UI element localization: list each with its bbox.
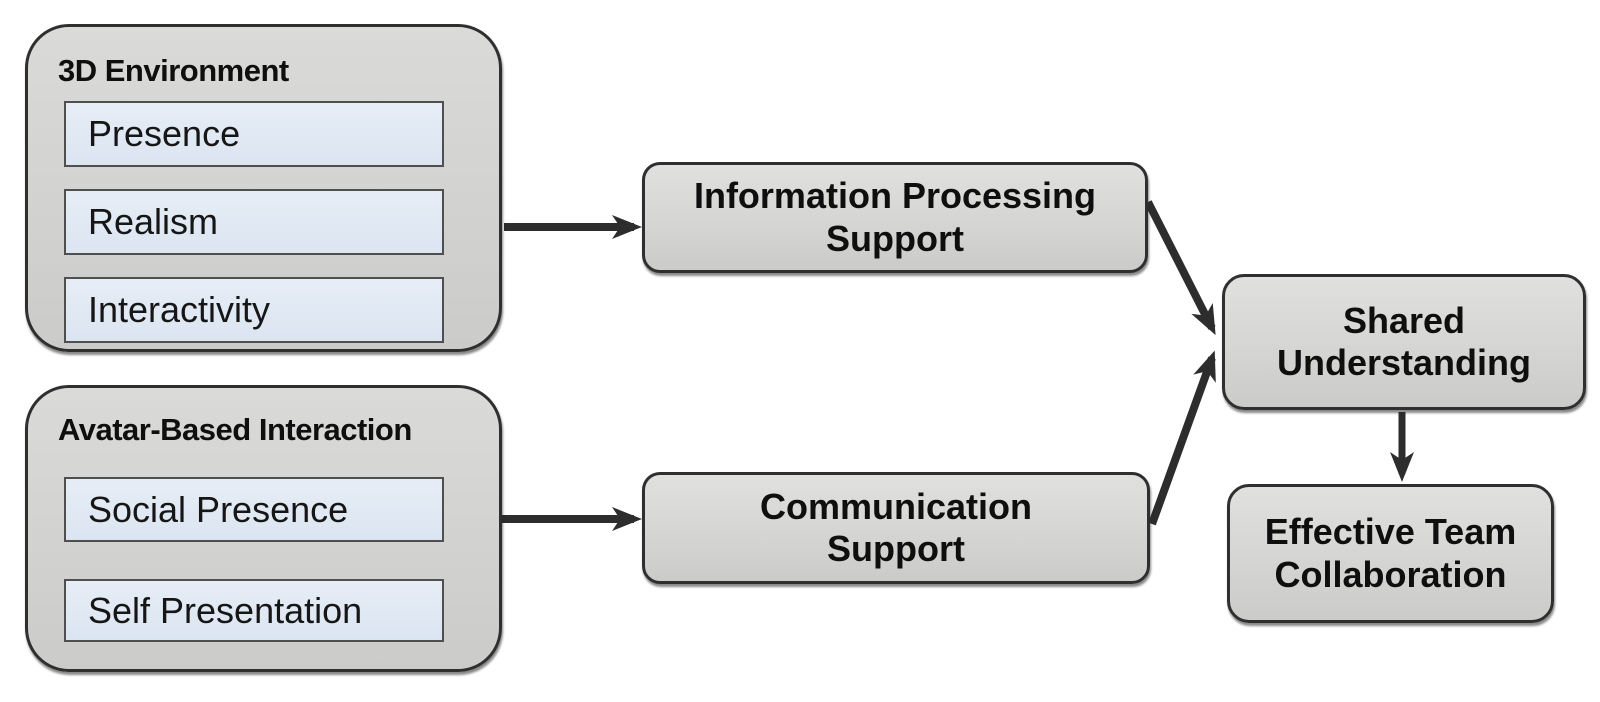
item-social-presence: Social Presence [64,477,444,542]
node-communication-support-line2: Support [827,528,965,569]
node-communication-support-line1: Communication [759,485,1032,527]
arrow-communication-to-shared-understanding [1148,350,1216,526]
node-effective-team-collaboration-line2: Collaboration [1274,553,1507,595]
node-information-processing-support-line2: Support [826,217,964,259]
node-information-processing-support-line1: Information Processing [693,175,1097,217]
node-shared-understanding-line2: Understanding [1276,342,1531,383]
item-interactivity: Interactivity [64,277,444,343]
arrow-information-processing-to-shared-understanding [1144,200,1216,336]
node-effective-team-collaboration: Effective Team Collaboration [1227,484,1554,623]
item-realism: Realism [64,189,444,255]
node-shared-understanding: Shared Understanding [1222,274,1586,410]
group-3d-environment: 3D Environment Presence Realism Interact… [25,24,502,352]
node-effective-team-collaboration-line1: Effective Team [1264,511,1517,553]
node-information-processing-support: Information Processing Support [642,162,1148,273]
node-communication-support: Communication Support [642,472,1150,584]
item-self-presentation: Self Presentation [64,579,444,642]
item-presence: Presence [64,101,444,167]
group-3d-environment-title: 3D Environment [58,53,289,88]
group-avatar-based-interaction-title: Avatar-Based Interaction [58,412,412,447]
node-shared-understanding-line1: Shared [1342,299,1466,341]
group-avatar-based-interaction: Avatar-Based Interaction Social Presence… [25,385,502,672]
